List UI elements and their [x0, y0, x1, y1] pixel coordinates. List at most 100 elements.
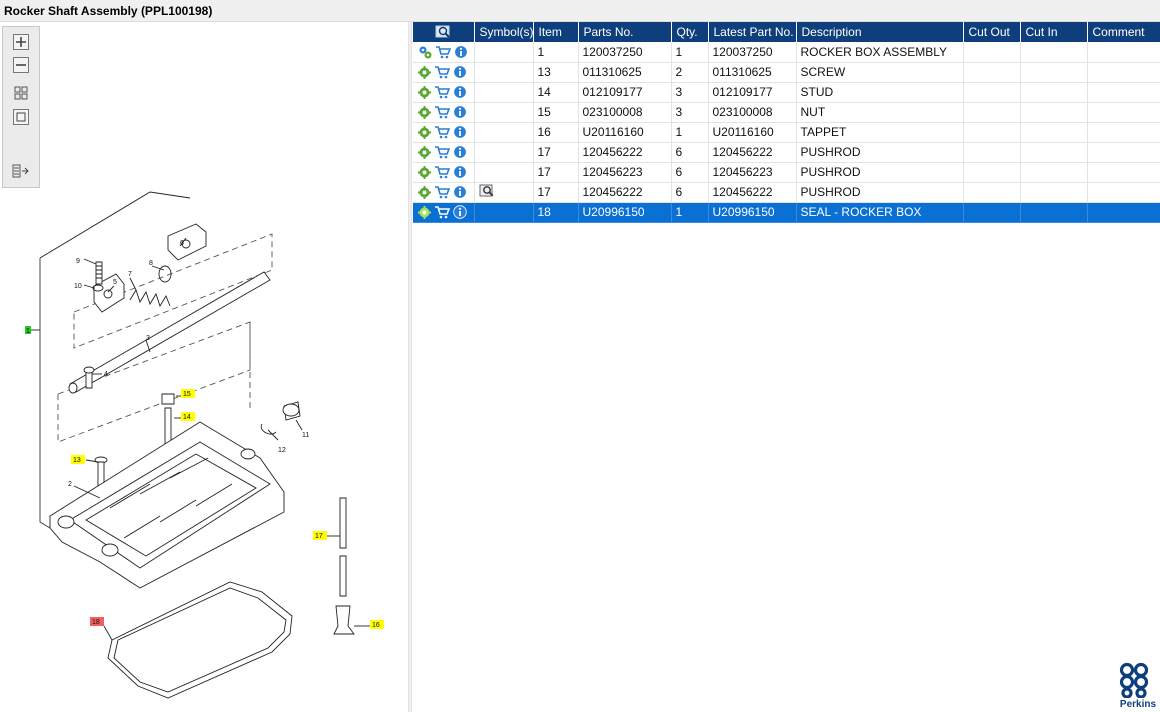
cell-cut-out [963, 182, 1021, 203]
explode-button[interactable] [418, 205, 431, 219]
add-to-cart-button[interactable] [434, 165, 450, 179]
zoom-in-button[interactable] [12, 34, 30, 50]
row-actions [413, 202, 475, 223]
callout-1[interactable]: 1 [25, 326, 31, 335]
add-to-cart-button[interactable] [434, 185, 450, 199]
cell-cut-out [963, 82, 1021, 103]
callout-14[interactable]: 14 [181, 412, 195, 421]
row-actions [413, 182, 475, 203]
column-header-item[interactable]: Item [533, 22, 579, 42]
svg-text:17: 17 [315, 533, 323, 540]
part-info-button[interactable] [453, 85, 467, 99]
column-header-cut-in[interactable]: Cut In [1020, 22, 1088, 42]
explode-button[interactable] [418, 145, 431, 159]
column-header-cut-out[interactable]: Cut Out [963, 22, 1021, 42]
diagram-label-12: 12 [278, 447, 286, 454]
explode-button[interactable] [418, 45, 432, 59]
cell-parts-no: 023100008 [578, 102, 672, 123]
add-to-cart-button[interactable] [434, 125, 450, 139]
diagram-label-2: 2 [68, 481, 72, 488]
hotspot-list-button[interactable] [12, 163, 30, 179]
svg-text:18: 18 [92, 619, 100, 626]
grid-icon [14, 86, 28, 100]
callout-17[interactable]: 17 [313, 531, 327, 540]
column-header-comment[interactable]: Comment [1087, 22, 1160, 42]
explode-button[interactable] [418, 125, 431, 139]
add-to-cart-button[interactable] [434, 105, 450, 119]
gear-icon [418, 105, 431, 119]
find-in-diagram-icon [435, 25, 450, 38]
explode-button[interactable] [418, 85, 431, 99]
cell-symbols [474, 122, 534, 143]
explode-button[interactable] [418, 165, 431, 179]
cell-cut-in [1020, 122, 1088, 143]
pane-splitter[interactable] [408, 22, 412, 712]
info-icon [453, 165, 467, 179]
callout-13[interactable]: 13 [71, 455, 85, 464]
part-info-button[interactable] [453, 125, 467, 139]
cell-comment [1087, 202, 1160, 223]
svg-text:14: 14 [183, 414, 191, 421]
diagram-label-11: 11 [302, 432, 309, 439]
callout-15[interactable]: 15 [181, 389, 195, 398]
cell-item: 1 [533, 42, 579, 63]
cell-comment [1087, 42, 1160, 63]
exploded-diagram[interactable]: 9 10 5 7 8 6 3 4 2 12 11 1 15 14 13 [0, 22, 408, 712]
info-icon [453, 105, 467, 119]
add-to-cart-button[interactable] [435, 45, 451, 59]
zoom-out-button[interactable] [12, 57, 30, 73]
add-to-cart-button[interactable] [434, 145, 450, 159]
column-header-qty[interactable]: Qty. [671, 22, 709, 42]
explode-button[interactable] [418, 185, 431, 199]
part-info-button[interactable] [453, 145, 467, 159]
fit-window-button[interactable] [12, 109, 30, 125]
info-icon [453, 145, 467, 159]
diagram-toolbox [2, 26, 40, 188]
callout-18[interactable]: 18 [90, 617, 104, 626]
column-header-actions[interactable] [413, 22, 475, 42]
cart-icon [435, 186, 450, 199]
part-info-button[interactable] [453, 205, 467, 219]
part-info-button[interactable] [453, 165, 467, 179]
column-header-parts-no[interactable]: Parts No. [578, 22, 672, 42]
row-actions [413, 102, 475, 123]
cell-cut-out [963, 42, 1021, 63]
gear-icon [418, 185, 431, 199]
part-info-button[interactable] [453, 105, 467, 119]
diagram-label-10: 10 [74, 283, 82, 290]
svg-text:16: 16 [372, 622, 380, 629]
add-to-cart-button[interactable] [434, 85, 450, 99]
explode-button[interactable] [418, 105, 431, 119]
fit-all-button[interactable] [12, 85, 30, 101]
cell-parts-no: 120037250 [578, 42, 672, 63]
info-icon [453, 85, 467, 99]
add-to-cart-button[interactable] [434, 205, 450, 219]
explode-button[interactable] [418, 65, 431, 79]
part-info-button[interactable] [453, 65, 467, 79]
callout-16[interactable]: 16 [370, 620, 384, 629]
part-info-button[interactable] [453, 185, 467, 199]
column-header-symbols[interactable]: Symbol(s) [474, 22, 534, 42]
lookup-icon[interactable] [479, 184, 495, 198]
cell-symbols [474, 162, 534, 183]
perkins-logo: Perkins [1117, 662, 1159, 712]
column-header-latest-part-no[interactable]: Latest Part No. [708, 22, 797, 42]
cell-description: PUSHROD [796, 162, 964, 183]
column-header-description[interactable]: Description [796, 22, 964, 42]
cell-cut-in [1020, 102, 1088, 123]
cell-comment [1087, 142, 1160, 163]
cell-latest-part-no: 120037250 [708, 42, 797, 63]
diagram-pane[interactable]: 9 10 5 7 8 6 3 4 2 12 11 1 15 14 13 [0, 22, 408, 712]
cell-item: 17 [533, 182, 579, 203]
part-info-button[interactable] [454, 45, 468, 59]
add-to-cart-button[interactable] [434, 65, 450, 79]
